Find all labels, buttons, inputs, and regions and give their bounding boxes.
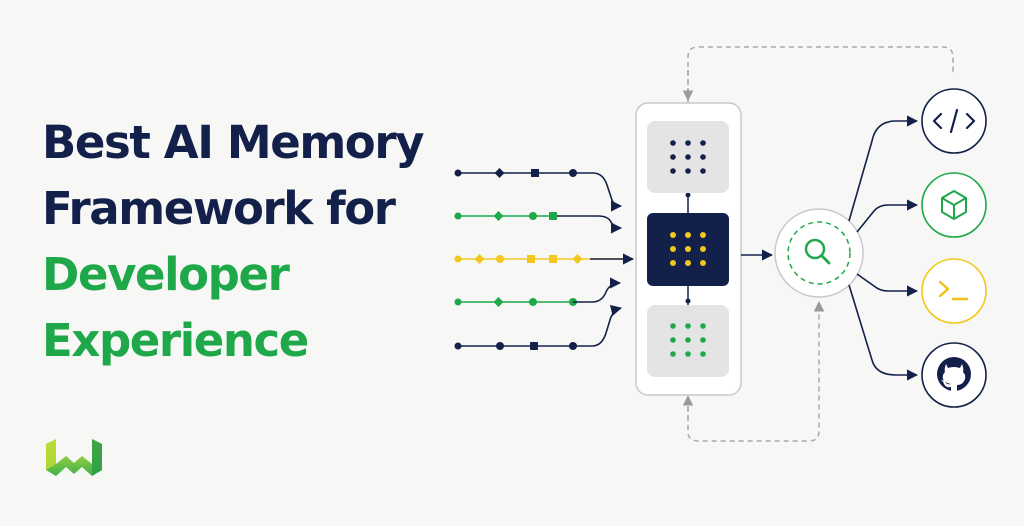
memory-block-bottom xyxy=(647,305,729,377)
headline-line-4: Experience xyxy=(42,314,309,367)
feedback-loop-bottom xyxy=(682,300,825,442)
input-stream-2 xyxy=(454,211,623,234)
terminal-icon xyxy=(938,280,969,301)
input-stream-4 xyxy=(454,277,622,307)
input-stream-1 xyxy=(454,168,623,212)
output-package xyxy=(921,172,987,238)
output-terminal xyxy=(921,258,987,324)
cube-icon xyxy=(941,190,967,220)
magnifier-icon xyxy=(804,238,831,265)
headline-line-3: Developer xyxy=(42,248,290,301)
headline-line-2: Framework for xyxy=(42,182,396,235)
output-connectors xyxy=(848,115,919,381)
memory-block-top xyxy=(647,121,729,193)
memory-block-center xyxy=(647,213,729,286)
input-stream-5 xyxy=(454,305,623,350)
input-stream-3 xyxy=(454,253,635,265)
output-github xyxy=(921,342,987,408)
headline-line-1: Best AI Memory xyxy=(42,116,424,169)
memory-stack xyxy=(635,102,742,396)
headline: Best AI Memory Framework for Developer E… xyxy=(42,110,424,374)
output-code xyxy=(921,88,987,154)
brand-logo xyxy=(46,439,102,476)
search-node xyxy=(774,208,864,298)
github-icon xyxy=(937,357,971,391)
feedback-loop-top xyxy=(682,46,954,103)
code-icon xyxy=(932,108,976,134)
